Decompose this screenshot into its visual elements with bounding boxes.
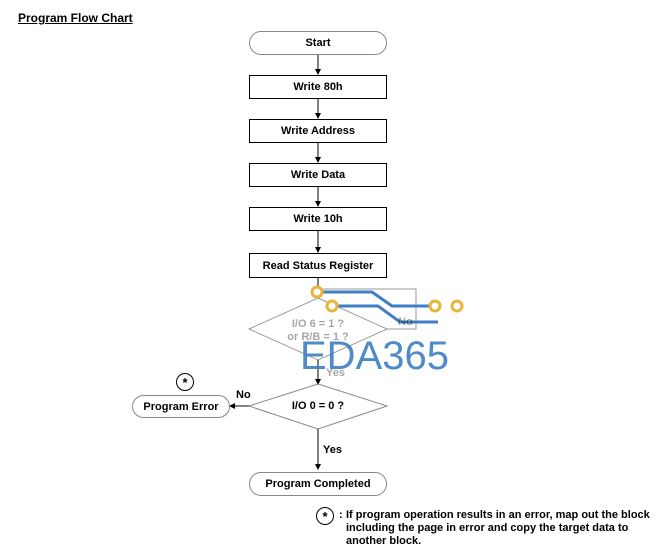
error-asterisk-marker: * [176,373,194,391]
decision-ready-label: I/O 6 = 1 ? or R/B = 1 ? [270,318,366,344]
ready-no-label: No [398,316,413,328]
node-program-error: Program Error [132,395,230,418]
footnote-separator: : [339,509,343,521]
decision-io0-label: I/O 0 = 0 ? [291,400,345,412]
node-write-data: Write Data [249,163,387,187]
ready-yes-label: Yes [326,367,345,379]
decision-ready-line1: I/O 6 = 1 ? [291,318,345,330]
node-start: Start [249,31,387,55]
connector-ready-no-loop [318,288,417,330]
footnote-asterisk: * [316,507,334,525]
node-write-10h: Write 10h [249,207,387,231]
watermark-circuit [310,285,464,324]
node-read-status-register: Read Status Register [249,253,387,278]
io0-no-label: No [236,389,251,401]
decision-ready-line2: or R/B = 1 ? [287,331,349,343]
io0-yes-label: Yes [323,444,342,456]
page-title: Program Flow Chart [18,11,133,25]
footnote-text: If program operation results in an error… [346,509,650,547]
node-program-completed: Program Completed [249,472,387,496]
watermark-logo: EDA365 [300,334,449,378]
node-write-address: Write Address [249,119,387,143]
node-write-80h: Write 80h [249,75,387,99]
